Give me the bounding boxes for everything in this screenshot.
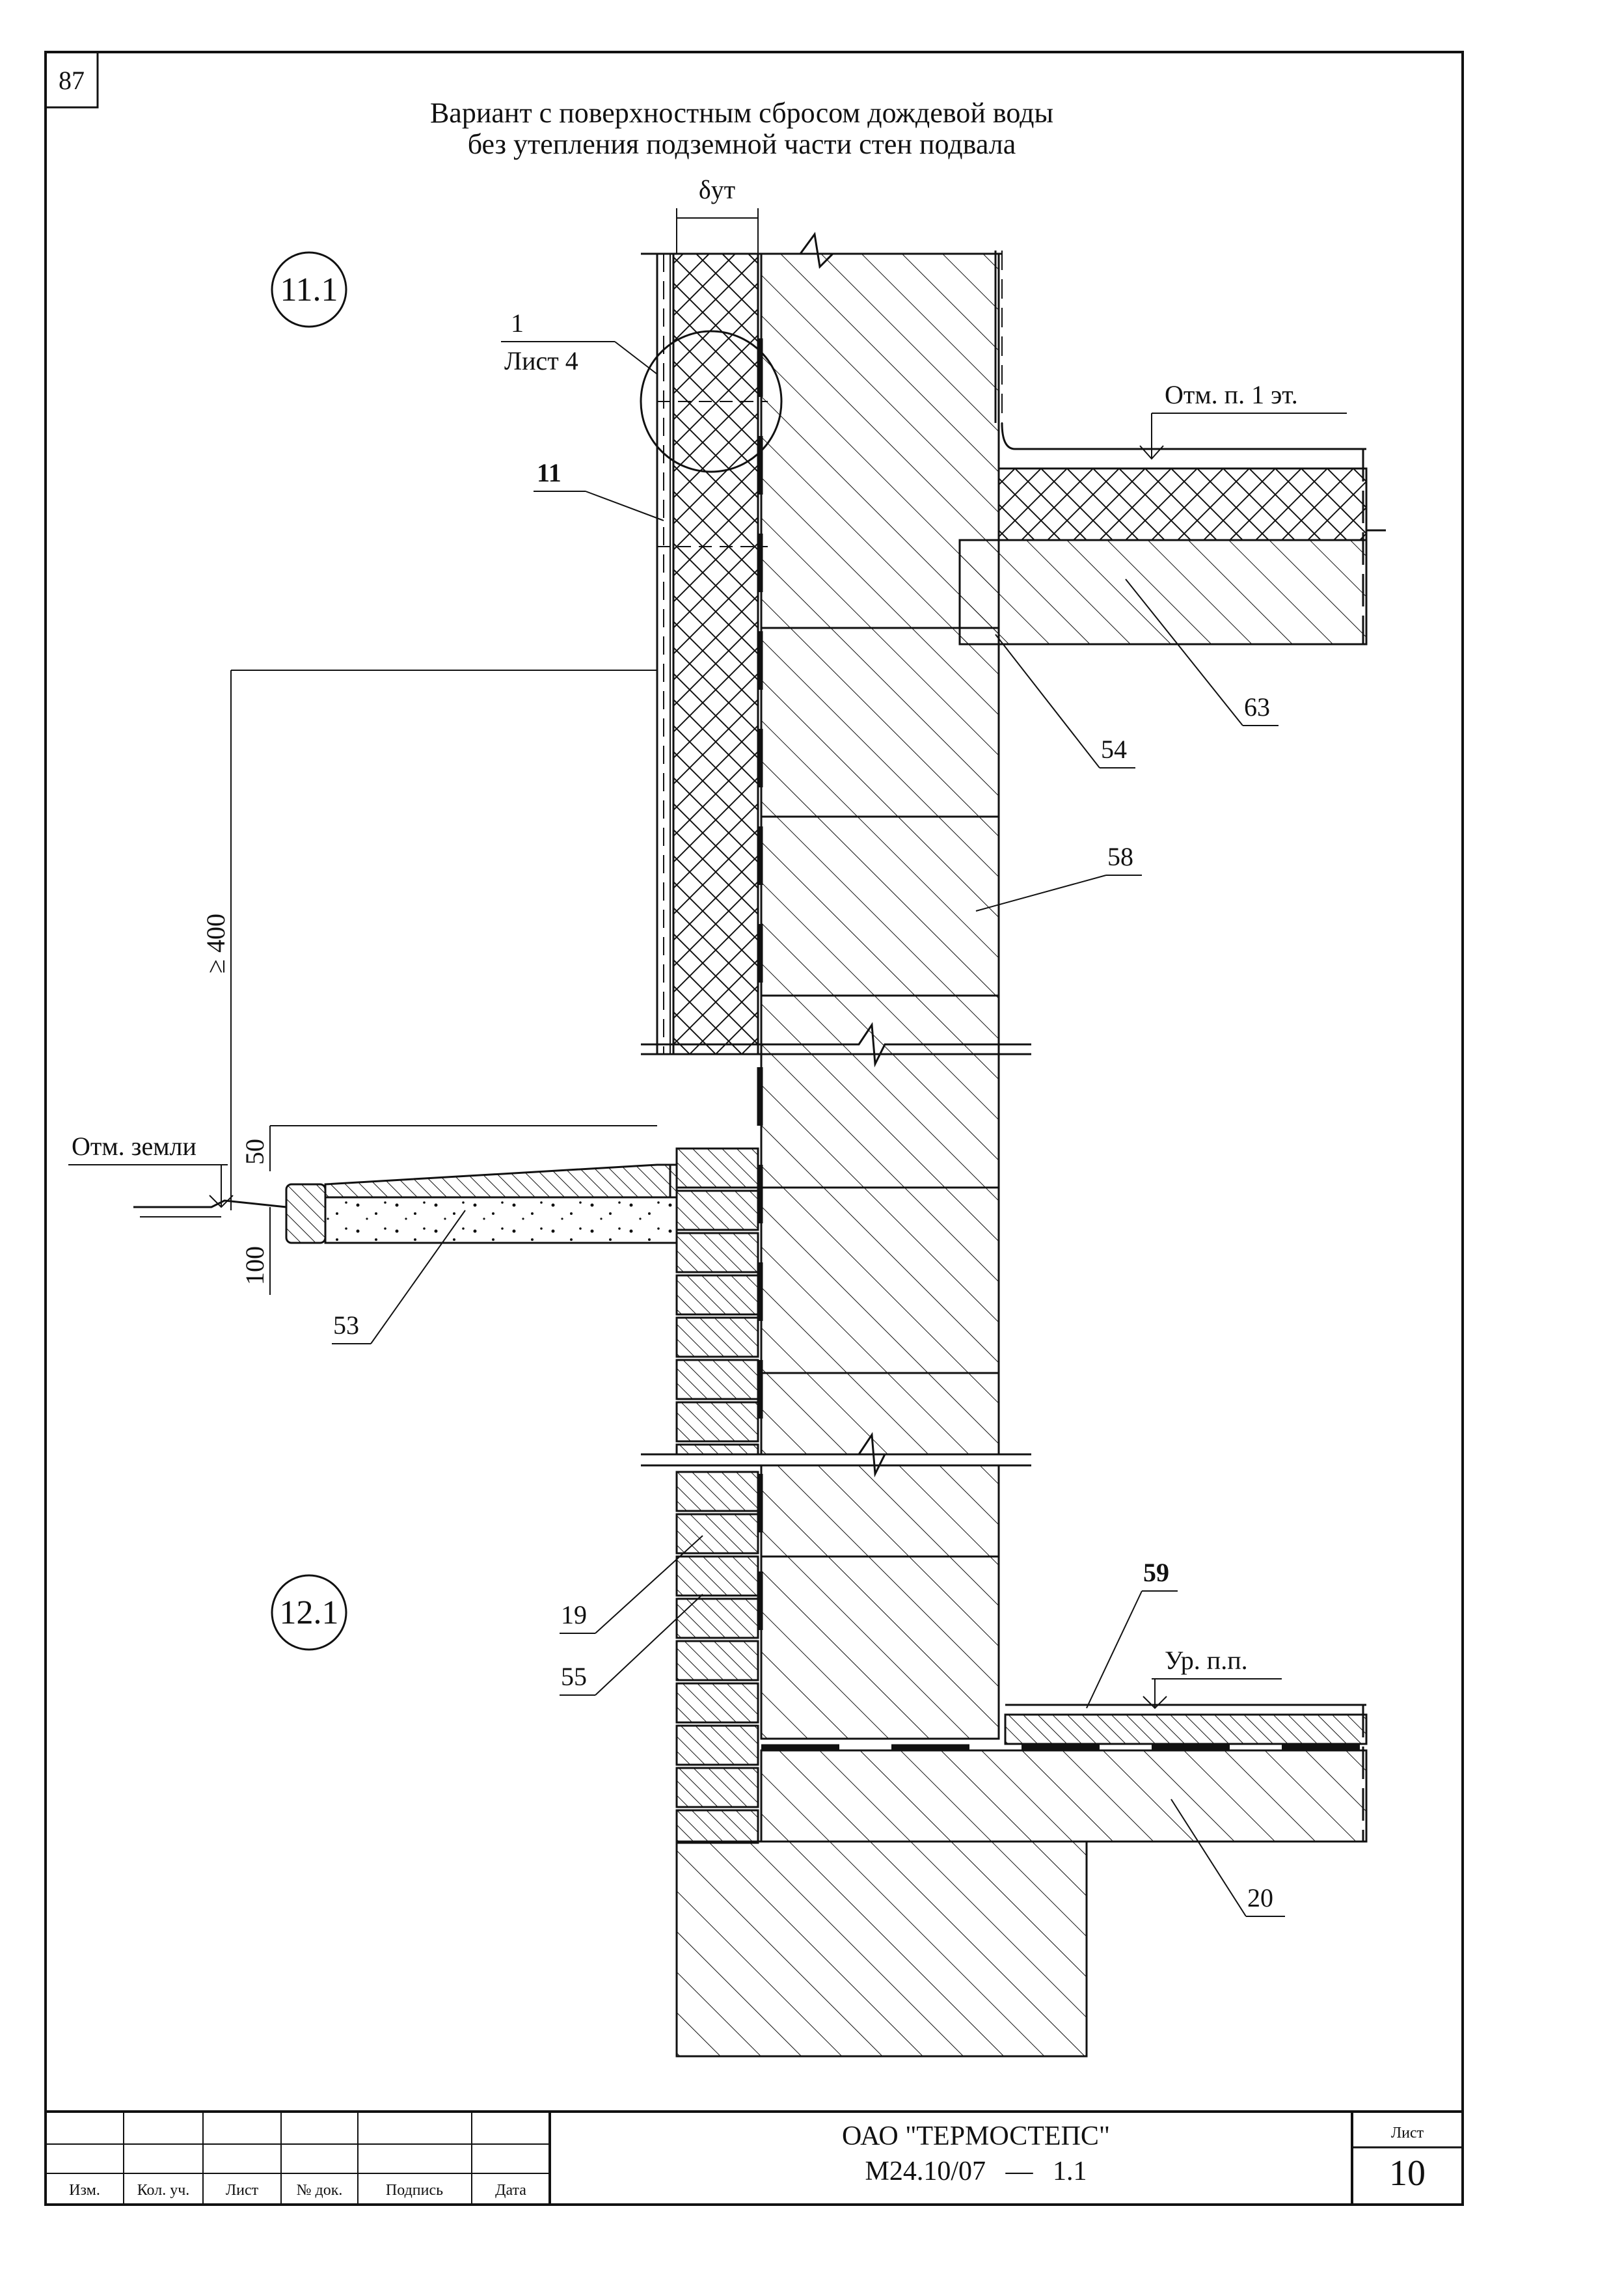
basement-block-2 (760, 1555, 1000, 1740)
header-izm: Изм. (69, 2182, 100, 2199)
insulation-thickness-label: δут (699, 175, 735, 204)
blind-area-surface (324, 1163, 678, 1199)
page-number-box (44, 51, 99, 109)
blind-area (133, 1163, 678, 1244)
brick-facing (675, 1147, 759, 1456)
position-leaders: 11 63 54 58 53 19 55 59 20 (332, 458, 1285, 1917)
detail-callout: 1 Лист 4 (501, 308, 658, 375)
svg-text:М24.10/07 — 1.1: М24.10/07 — 1.1 (865, 2156, 1087, 2186)
document-variant: 1.1 (1053, 2156, 1087, 2186)
organization-name: ОАО "ТЕРМОСТЕПС" (842, 2121, 1110, 2151)
node-circle-lower (271, 1574, 347, 1651)
header-signature: Подпись (386, 2182, 443, 2199)
position-63: 63 (1244, 692, 1270, 722)
node-label-upper: 11.1 (280, 271, 338, 308)
plinth-block-3 (760, 1372, 1000, 1456)
block-course-2 (760, 815, 1000, 997)
document-code: М24.10/07 (865, 2156, 986, 2186)
insulation-layer (672, 252, 759, 1055)
brick-facing-lower (675, 1471, 759, 1844)
header-list: Лист (226, 2182, 259, 2199)
document-dash: — (1005, 2156, 1034, 2186)
elevation-marks: Отм. п. 1 эт. Отм. земли Ур. п.п. (68, 380, 1347, 1709)
header-date: Дата (495, 2182, 526, 2199)
header-kol-uch: Кол. уч. (137, 2182, 190, 2199)
position-20: 20 (1247, 1883, 1273, 1912)
dim-plinth-height: ≥ 400 (201, 914, 230, 973)
floor-insulation (997, 467, 1368, 541)
dim-blind-area-depth: 100 (240, 1246, 269, 1285)
position-54: 54 (1101, 735, 1127, 764)
sheet-frame (44, 51, 1464, 2206)
foundation-slab (760, 1749, 1368, 1843)
block-course-1 (760, 627, 1000, 818)
blind-area-base (324, 1196, 678, 1244)
elevation-ground: Отм. земли (72, 1132, 196, 1161)
callout-detail-sheet: Лист 4 (504, 346, 578, 375)
plinth-block-1 (760, 1053, 1000, 1189)
first-floor-slab (958, 449, 1386, 646)
elevation-basement-floor: Ур. п.п. (1165, 1646, 1248, 1675)
plinth-wall (641, 1053, 1031, 1478)
page-number: 87 (59, 66, 85, 95)
position-59: 59 (1143, 1558, 1169, 1587)
basement-wall (675, 1464, 1368, 2058)
foundation-footing (675, 1840, 1088, 2058)
position-19: 19 (561, 1600, 587, 1629)
title-line-2: без утепления подземной части стен подва… (468, 128, 1016, 160)
detail-circle (640, 330, 783, 473)
elevation-first-floor: Отм. п. 1 эт. (1165, 380, 1298, 409)
position-11: 11 (537, 458, 562, 487)
dimensions: ≥ 400 50 100 δут (201, 175, 759, 1295)
floor-slab-concrete (958, 539, 1368, 646)
sheet-label: Лист (1391, 2125, 1424, 2141)
header-doc-no: № док. (297, 2182, 343, 2199)
upper-wall (640, 232, 1366, 1068)
basement-floor-finish (1004, 1713, 1368, 1745)
plinth-block-2 (760, 1186, 1000, 1374)
position-53: 53 (333, 1311, 359, 1340)
basement-block-1 (760, 1464, 1000, 1558)
curb-stone (285, 1183, 327, 1244)
dim-gap: 50 (240, 1139, 269, 1165)
title-line-1: Вариант с поверхностным сбросом дождевой… (430, 97, 1053, 129)
callout-detail-number: 1 (511, 308, 524, 338)
position-58: 58 (1107, 842, 1133, 871)
node-label-lower: 12.1 (280, 1594, 339, 1631)
position-55: 55 (561, 1662, 587, 1691)
node-circle-upper (271, 251, 347, 328)
title-block: Изм. Кол. уч. Лист № док. Подпись Дата О… (46, 2110, 1463, 2205)
sheet-number: 10 (1389, 2153, 1426, 2194)
